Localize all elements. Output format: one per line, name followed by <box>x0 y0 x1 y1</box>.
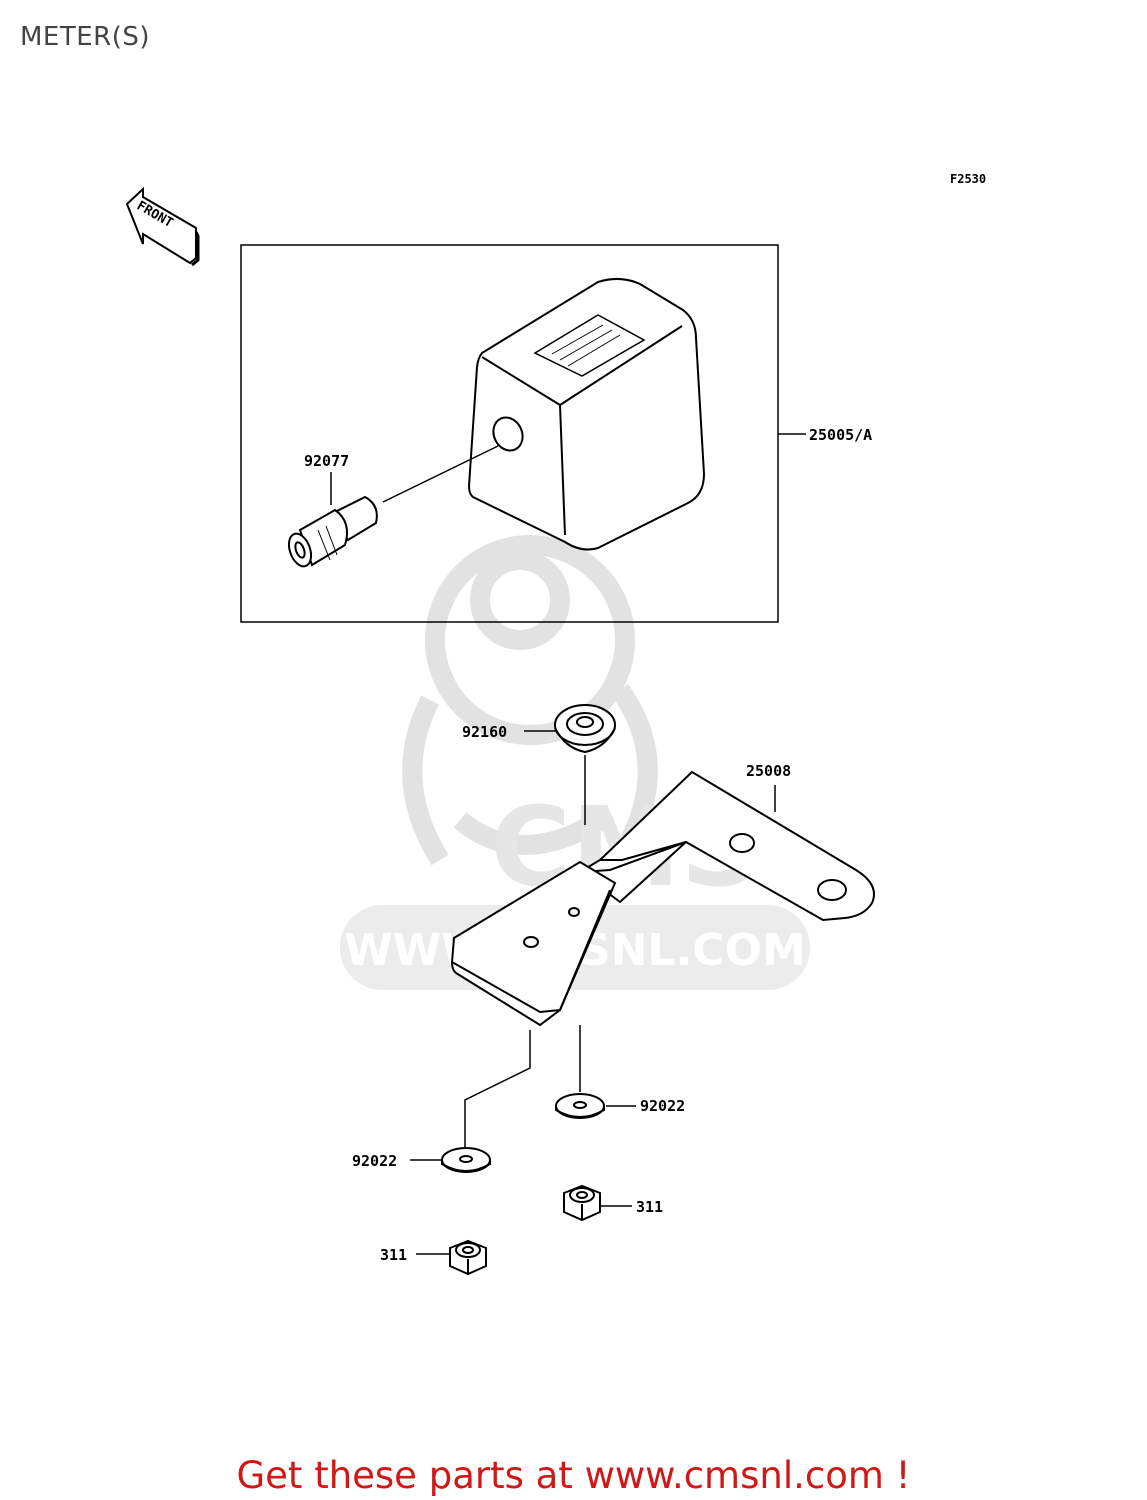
washer-icon <box>441 1093 605 1173</box>
part-label-25008: 25008 <box>746 762 791 780</box>
part-label-92077: 92077 <box>304 452 349 470</box>
meter-body-icon <box>467 278 706 551</box>
hex-nut-icon <box>449 1184 601 1276</box>
front-arrow-icon: FRONT <box>125 186 200 267</box>
part-label-25005a: 25005/A <box>809 426 872 444</box>
part-label-92160: 92160 <box>462 723 507 741</box>
rubber-bushing-icon <box>554 704 616 754</box>
figure-code: F2530 <box>950 172 986 186</box>
page-title: METER(S) <box>20 22 151 52</box>
leader-lines <box>330 433 806 1255</box>
drive-gear-icon <box>287 495 378 568</box>
part-label-311-left: 311 <box>380 1246 407 1264</box>
part-label-92022-left: 92022 <box>352 1152 397 1170</box>
meter-bracket-icon <box>450 770 875 1027</box>
part-label-92022-right: 92022 <box>640 1097 685 1115</box>
shop-link[interactable]: Get these parts at www.cmsnl.com ! <box>236 1454 911 1497</box>
watermark <box>402 535 658 866</box>
part-label-311-right: 311 <box>636 1198 663 1216</box>
parts-diagram: CMS WWW.CMSNL.COM F2530 FRONT <box>125 172 986 1276</box>
